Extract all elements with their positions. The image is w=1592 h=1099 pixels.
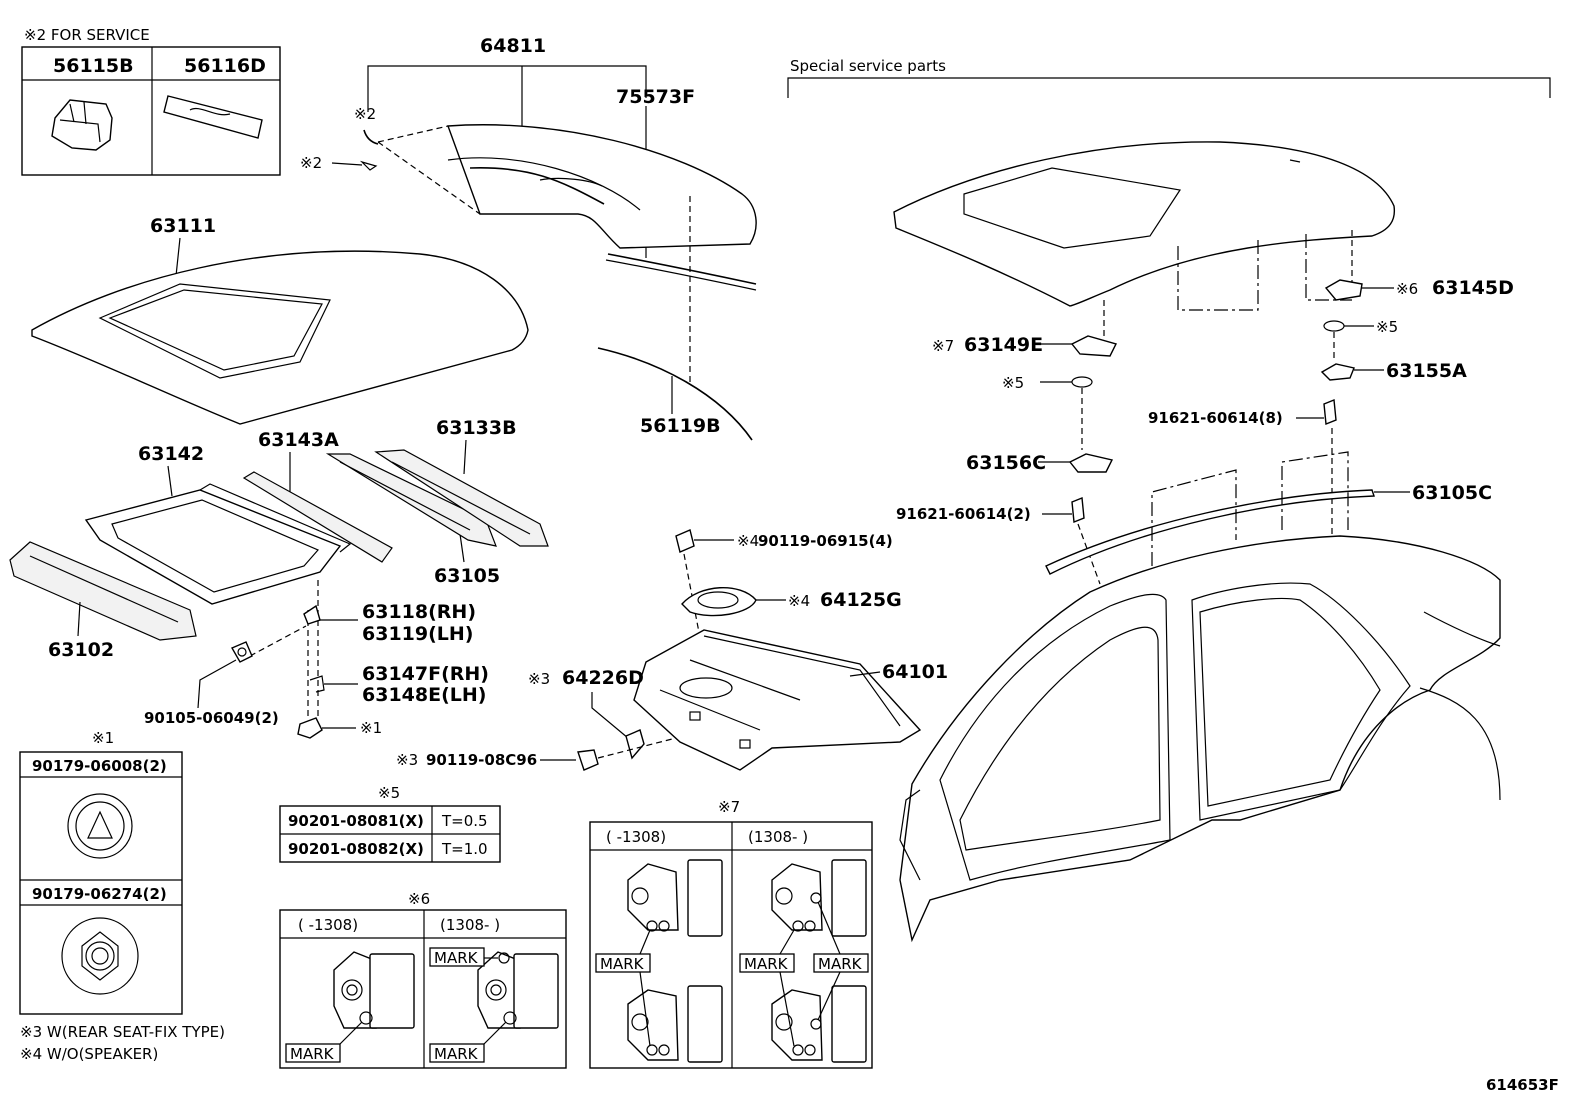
bracket-7-new-illustration xyxy=(771,859,867,1063)
table5-row1-part: 90201-08081(X) xyxy=(288,812,424,830)
table6-col1: ( -1308) xyxy=(298,916,358,934)
table7-mark-mid: MARK xyxy=(744,955,789,973)
table-mark7: ※7 ( -1308) (1308- ) MARK xyxy=(589,798,873,1069)
table7-mark-left: MARK xyxy=(600,955,645,973)
package-tray-group: ※4 90119-06915(4) ※4 64125G 64101 ※3 642… xyxy=(396,529,948,771)
note-4: ※4 W/O(SPEAKER) xyxy=(20,1045,158,1063)
molding-56116d-illustration xyxy=(163,95,263,139)
label-91621-8: 91621-60614(8) xyxy=(1148,409,1283,427)
service-table-frame xyxy=(21,46,281,176)
label-63118: 63118(RH) xyxy=(362,601,476,623)
bracket-7-old-illustration xyxy=(627,859,723,1063)
label-63149e: 63149E xyxy=(964,334,1043,356)
table6-col2: (1308- ) xyxy=(440,916,500,934)
mark5-left: ※5 xyxy=(1002,374,1024,392)
service-col-56116d: 56116D xyxy=(184,55,266,77)
mark3-clip: ※3 xyxy=(528,670,550,688)
label-63105: 63105 xyxy=(434,565,500,587)
mark1-nut: ※1 xyxy=(360,719,382,737)
special-service-label: Special service parts xyxy=(790,57,946,75)
table6-mark-bottom: MARK xyxy=(434,1045,479,1063)
table-mark6: ※6 ( -1308) (1308- ) MARK MARK MA xyxy=(279,890,567,1069)
table-mark1: ※1 90179-06008(2) 90179-06274(2) xyxy=(19,729,183,1015)
clip-56115b-illustration xyxy=(51,99,113,151)
table7-col1: ( -1308) xyxy=(606,828,666,846)
table5-row2-t: T=1.0 xyxy=(441,840,488,858)
mark7-63149e: ※7 xyxy=(932,337,954,355)
table-mark5: ※5 90201-08081(X) T=0.5 90201-08082(X) T… xyxy=(279,784,501,863)
table5-row2-part: 90201-08082(X) xyxy=(288,840,424,858)
mark4-speaker: ※4 xyxy=(788,592,810,610)
roof-frame-group: 63142 63143A 63133B 63105 63102 63118(RH… xyxy=(9,417,549,739)
label-64811: 64811 xyxy=(480,35,546,57)
mark5-right: ※5 xyxy=(1376,318,1398,336)
table1-row1: 90179-06008(2) xyxy=(32,757,167,775)
note-3: ※3 W(REAR SEAT-FIX TYPE) xyxy=(20,1023,225,1041)
mark6-63145d: ※6 xyxy=(1396,280,1418,298)
label-91621-2: 91621-60614(2) xyxy=(896,505,1031,523)
mark3-bolt: ※3 xyxy=(396,751,418,769)
label-63102: 63102 xyxy=(48,639,114,661)
label-63148e: 63148E(LH) xyxy=(362,684,486,706)
roof-molding-group: 64811 75573F ※2 ※2 56119B xyxy=(300,35,757,441)
label-63156c: 63156C xyxy=(966,452,1046,474)
label-64101: 64101 xyxy=(882,661,948,683)
nut-90179-06008-illustration xyxy=(67,793,133,859)
mark4-bolt: ※4 xyxy=(737,532,759,550)
label-63119: 63119(LH) xyxy=(362,623,473,645)
bracket-6-old-illustration xyxy=(333,951,415,1029)
table1-title: ※1 xyxy=(92,729,114,747)
roof-panel-63111: 63111 xyxy=(31,215,529,425)
diagram-id: 614653F xyxy=(1486,1076,1559,1094)
service-table-title: ※2 FOR SERVICE xyxy=(24,26,150,44)
bracket-6-new-illustration xyxy=(477,951,559,1029)
service-parts-table: ※2 FOR SERVICE 56115B 56116D xyxy=(21,26,281,176)
nut-90179-06274-illustration xyxy=(61,917,139,995)
label-56119b: 56119B xyxy=(640,415,721,437)
label-63143a: 63143A xyxy=(258,429,339,451)
label-64226d: 64226D xyxy=(562,667,644,689)
service-col-56115b: 56115B xyxy=(53,55,134,77)
label-75573f: 75573F xyxy=(616,86,695,108)
table6-mark-top: MARK xyxy=(434,949,479,967)
label-63155a: 63155A xyxy=(1386,360,1467,382)
table7-mark-right: MARK xyxy=(818,955,863,973)
label-63147f: 63147F(RH) xyxy=(362,663,489,685)
label-63133b: 63133B xyxy=(436,417,517,439)
label-63111: 63111 xyxy=(150,215,216,237)
label-63142: 63142 xyxy=(138,443,204,465)
table5-row1-t: T=0.5 xyxy=(441,812,488,830)
special-service-group: Special service parts ※6 63145D ※5 63155… xyxy=(787,57,1551,943)
mark2-lower: ※2 xyxy=(300,154,322,172)
table7-title: ※7 xyxy=(718,798,740,816)
table6-title: ※6 xyxy=(408,890,430,908)
label-90119-08c96: 90119-08C96 xyxy=(426,751,537,769)
table6-mark-left: MARK xyxy=(290,1045,335,1063)
table5-title: ※5 xyxy=(378,784,400,802)
mark2-upper: ※2 xyxy=(354,105,376,123)
label-63145d: 63145D xyxy=(1432,277,1514,299)
table1-row2: 90179-06274(2) xyxy=(32,885,167,903)
label-90105: 90105-06049(2) xyxy=(144,709,279,727)
label-64125g: 64125G xyxy=(820,589,902,611)
label-63105c: 63105C xyxy=(1412,482,1492,504)
table7-col2: (1308- ) xyxy=(748,828,808,846)
label-90119-06915: 90119-06915(4) xyxy=(758,532,893,550)
